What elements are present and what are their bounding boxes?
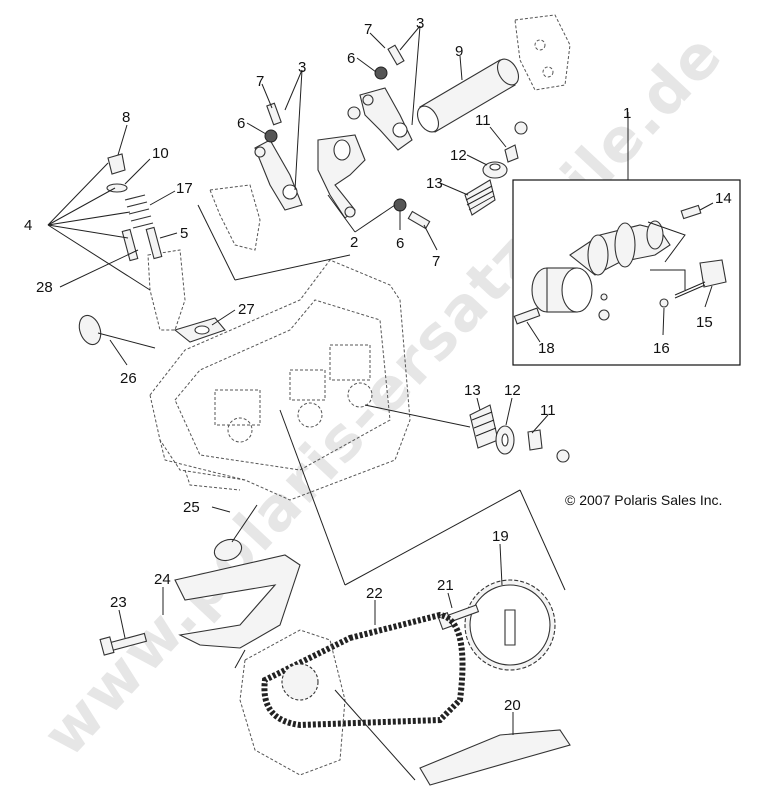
leader-lines	[47, 25, 714, 781]
callout-7a: 7	[364, 21, 372, 38]
bolt-part	[513, 293, 669, 325]
callout-13a: 13	[426, 175, 443, 192]
callout-9: 9	[455, 43, 463, 60]
callout-25: 25	[183, 499, 200, 516]
callout-27: 27	[238, 301, 255, 318]
rocker-arm-part	[254, 87, 413, 219]
callout-19: 19	[492, 528, 509, 545]
callout-20: 20	[504, 697, 521, 714]
gasket-part	[173, 317, 226, 343]
callout-11a: 11	[475, 112, 491, 129]
callout-12b: 12	[504, 382, 521, 399]
callout-14: 14	[715, 190, 732, 207]
pivot-bolt-part	[99, 632, 148, 656]
callout-11b: 11	[540, 402, 556, 419]
rocker-support-part	[514, 14, 571, 91]
crankcase-cover-part	[239, 629, 346, 776]
callout-26: 26	[120, 370, 137, 387]
callout-3b: 3	[298, 59, 306, 76]
callout-1: 1	[623, 105, 631, 122]
callout-6c: 6	[396, 235, 404, 252]
rocker-shaft-part	[416, 58, 520, 133]
dowel-pin-part	[680, 204, 702, 220]
cylinder-head	[149, 259, 411, 501]
callout-18: 18	[538, 340, 555, 357]
valve-spring-part	[464, 179, 499, 449]
callout-15: 15	[696, 314, 713, 331]
cam-sprocket-part	[464, 579, 556, 671]
adjuster-screw-part	[264, 44, 431, 230]
callout-28: 28	[36, 279, 53, 296]
decomp-part	[650, 259, 727, 299]
callout-4: 4	[24, 217, 32, 234]
callout-6b: 6	[237, 115, 245, 132]
retainer-clip-part	[347, 106, 570, 463]
tensioner-blade-part	[174, 554, 301, 649]
chain-guide-part	[419, 729, 571, 786]
callout-23: 23	[110, 594, 127, 611]
callout-6a: 6	[347, 50, 355, 67]
callout-numbers: 1 2 3 3 4 5 6 6 6 7 7 7 8 9 10 11 11 12 …	[24, 15, 732, 714]
callout-7c: 7	[432, 253, 440, 270]
callout-3a: 3	[416, 15, 424, 32]
callout-24: 24	[154, 571, 171, 588]
callout-12a: 12	[450, 147, 467, 164]
valve-keeper-part	[504, 144, 543, 451]
spring-retainer-part	[482, 161, 515, 455]
callout-21: 21	[437, 577, 454, 594]
callout-13b: 13	[464, 382, 481, 399]
callout-7b: 7	[256, 73, 264, 90]
rocker-cap-part	[209, 184, 261, 251]
callout-17: 17	[176, 180, 193, 197]
callout-2: 2	[350, 234, 358, 251]
valve-part	[78, 314, 258, 562]
copyright-text: © 2007 Polaris Sales Inc.	[565, 492, 722, 508]
camshaft-part	[531, 220, 686, 313]
callout-22: 22	[366, 585, 383, 602]
callout-16: 16	[653, 340, 670, 357]
callout-10: 10	[152, 145, 169, 162]
callout-5: 5	[180, 225, 188, 242]
callout-8: 8	[122, 109, 130, 126]
cam-chain-part	[261, 611, 466, 729]
tensioner-part	[106, 153, 186, 331]
